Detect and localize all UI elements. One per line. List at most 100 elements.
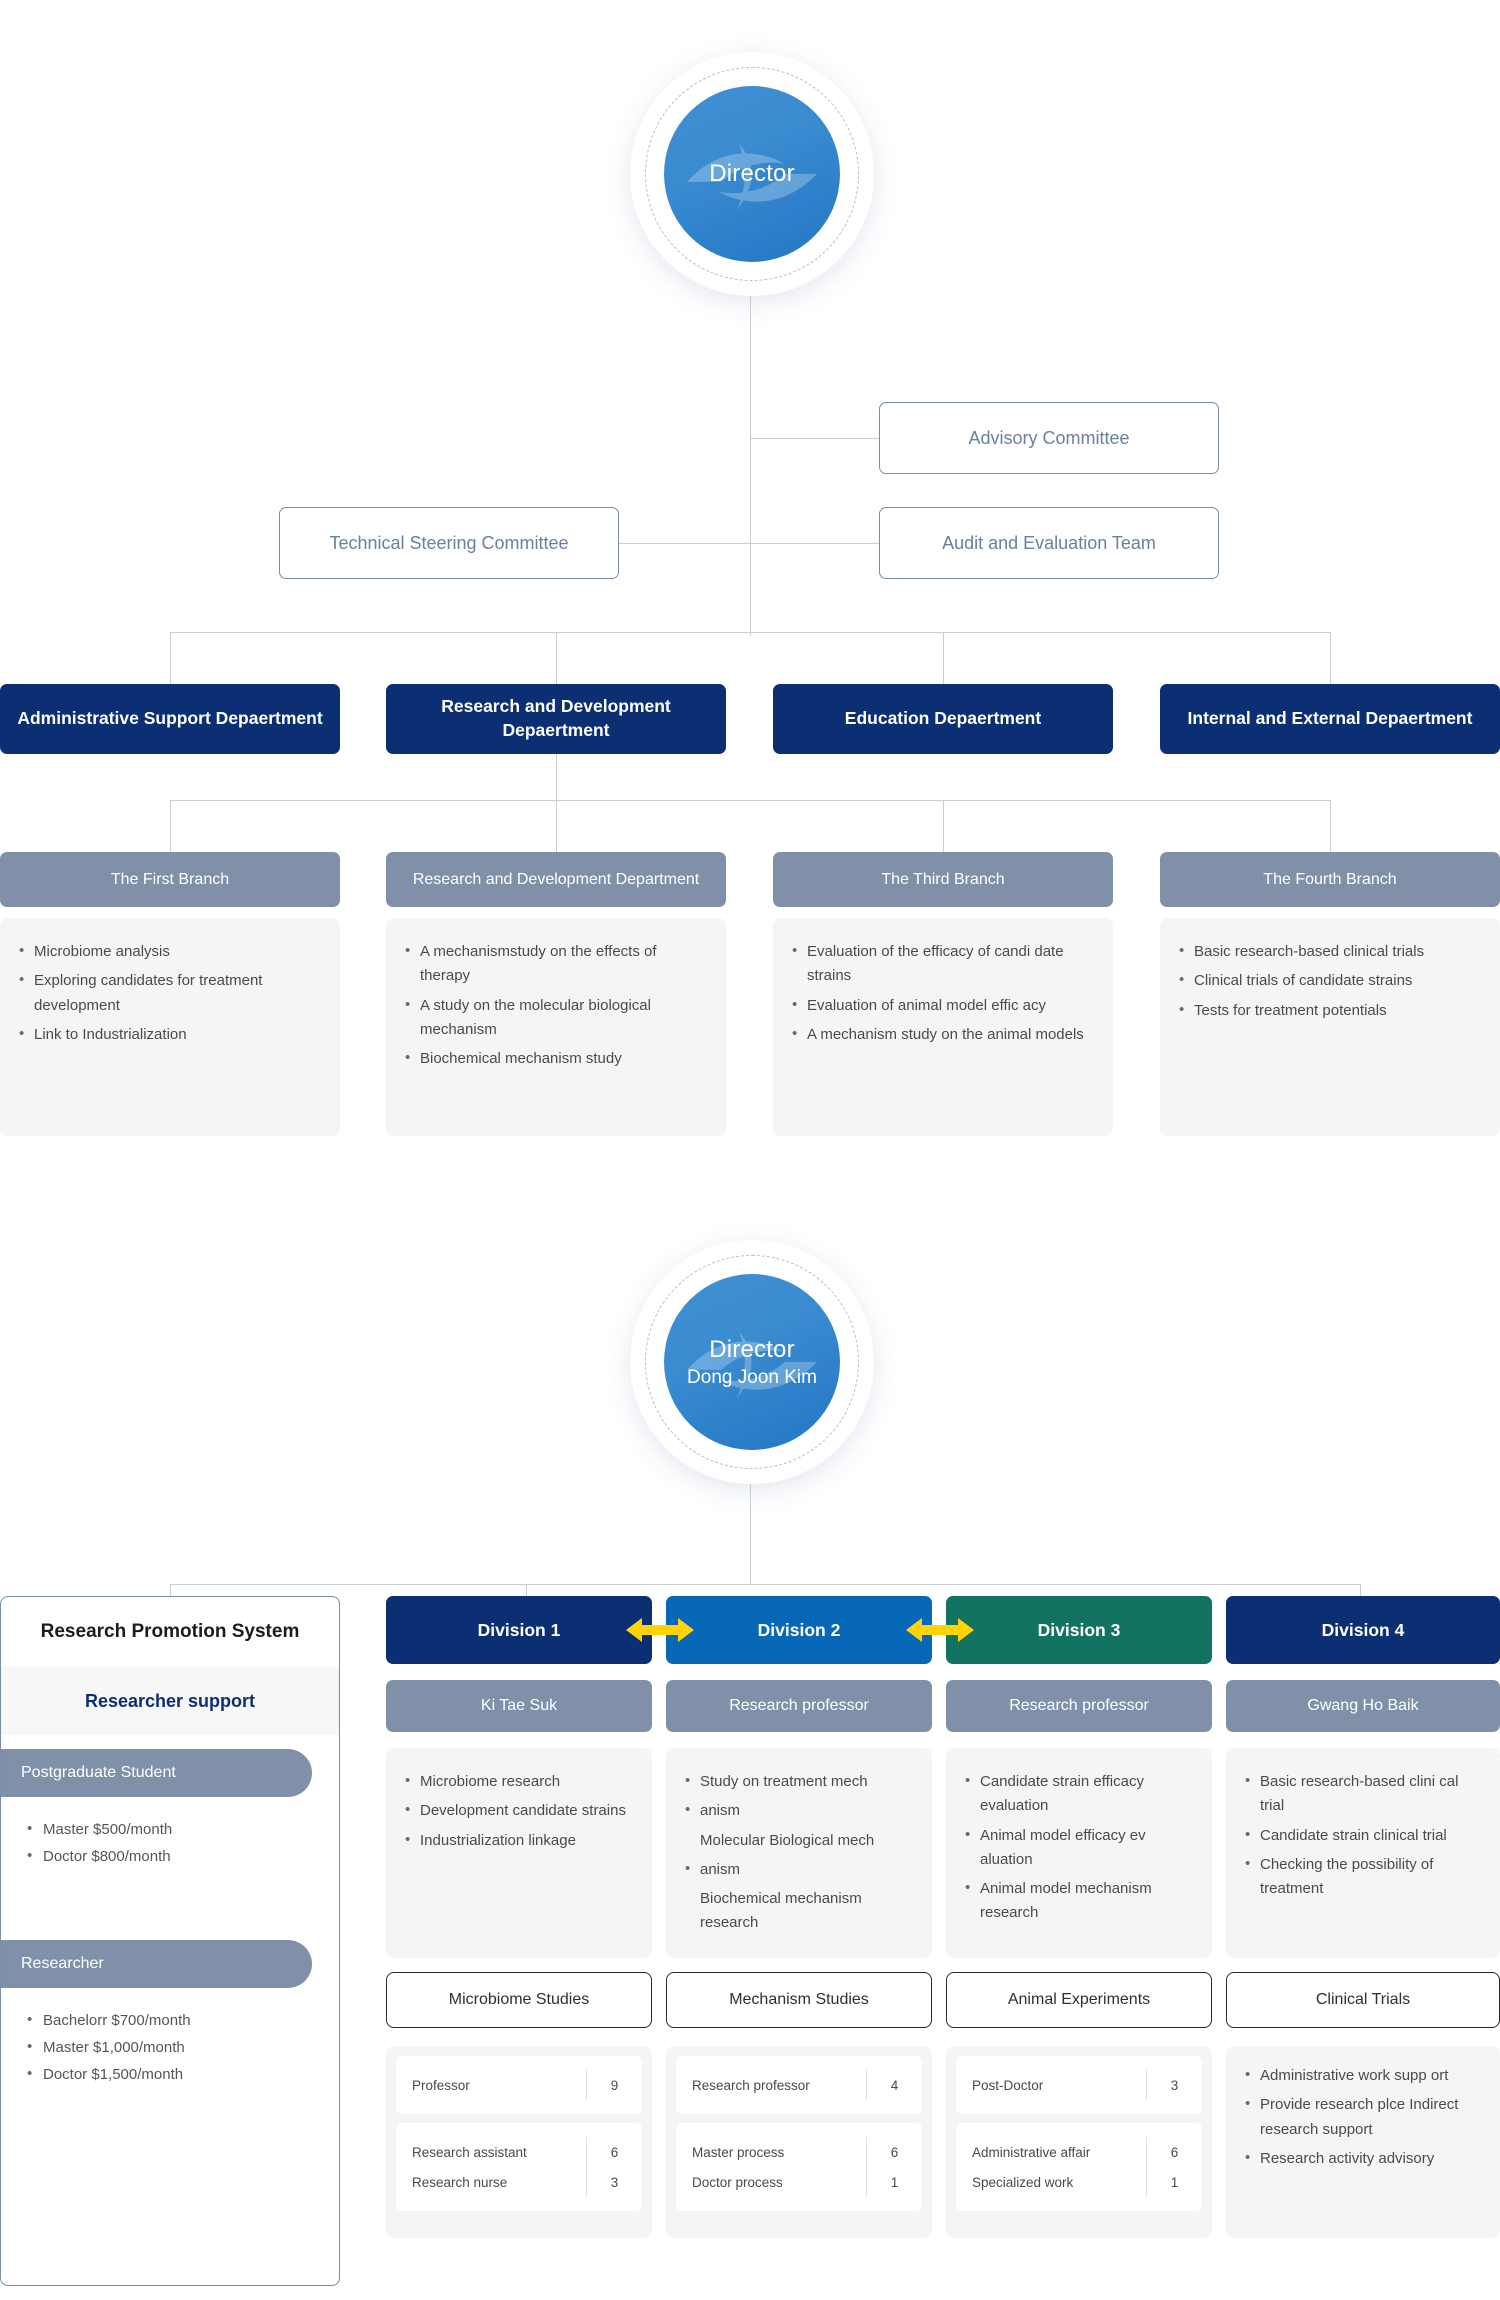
- count-value: 9: [586, 2070, 642, 2100]
- count-panel-1: Professor 9 Research assistant 6 Researc…: [386, 2046, 652, 2238]
- count-label: Post-Doctor: [972, 2077, 1044, 2093]
- division-header-3-label: Division 3: [1037, 1619, 1121, 1640]
- division-person-2-label: Research professor: [729, 1697, 869, 1715]
- list-item: Industrialization linkage: [404, 1828, 632, 1853]
- connector-dept-drop-3: [943, 632, 944, 684]
- list-item: Biochemical mechanism study: [404, 1046, 706, 1071]
- connector-division-bar: [170, 1584, 1360, 1585]
- connector-dept-bar: [170, 632, 1330, 633]
- connector-branch-bar: [170, 800, 1330, 801]
- branch-header-2[interactable]: Research and Development Department: [386, 852, 726, 907]
- study-box-3[interactable]: Animal Experiments: [946, 1972, 1212, 2028]
- audit-evaluation-team-box[interactable]: Audit and Evaluation Team: [879, 507, 1219, 579]
- list-item: Microbiome research: [404, 1769, 632, 1794]
- division-person-2[interactable]: Research professor: [666, 1680, 932, 1732]
- list-item: Link to Industrialization: [18, 1022, 320, 1047]
- division-person-1-label: Ki Tae Suk: [480, 1697, 558, 1715]
- list-item: Clinical trials of candidate strains: [1178, 968, 1480, 993]
- director-name: Dong Joon Kim: [687, 1366, 817, 1388]
- list-item: Study on treatment mech: [684, 1769, 912, 1794]
- connector-bottom-trunk: [750, 1484, 751, 1584]
- advisory-committee-box[interactable]: Advisory Committee: [879, 402, 1219, 474]
- double-arrow-horizontal-icon: [626, 1618, 694, 1642]
- list-item: Animal model efficacy ev aluation: [964, 1823, 1192, 1873]
- connector-dept-drop-4: [1330, 632, 1331, 684]
- audit-evaluation-team-label: Audit and Evaluation Team: [942, 532, 1156, 553]
- count-label: Professor: [412, 2077, 470, 2093]
- connector-dept-drop-2: [556, 632, 557, 684]
- director-circle: Director Dong Joon Kim: [664, 1274, 840, 1450]
- list-item: Tests for treatment potentials: [1178, 998, 1480, 1023]
- branch-items-2: A mechanismstudy on the effects of thera…: [386, 918, 726, 1136]
- list-item: Doctor $800/month: [27, 1845, 339, 1867]
- count-label: Specialized work: [972, 2174, 1074, 2190]
- department-administrative-support[interactable]: Administrative Support Depaertment: [0, 684, 340, 754]
- study-box-1[interactable]: Microbiome Studies: [386, 1972, 652, 2028]
- technical-steering-committee-label: Technical Steering Committee: [329, 532, 569, 553]
- branch-header-4[interactable]: The Fourth Branch: [1160, 852, 1500, 907]
- list-item: Master $500/month: [27, 1818, 339, 1840]
- technical-steering-committee-box[interactable]: Technical Steering Committee: [279, 507, 619, 579]
- research-promotion-system-panel: Research Promotion System Researcher sup…: [0, 1596, 340, 2286]
- division-header-1-label: Division 1: [477, 1619, 561, 1640]
- study-box-4[interactable]: Clinical Trials: [1226, 1972, 1500, 2028]
- table-row: Research professor 4: [676, 2070, 922, 2100]
- rps-group-pill-label: Researcher: [21, 1954, 104, 1972]
- count-value: 3: [586, 2167, 642, 2197]
- division-header-1[interactable]: Division 1: [386, 1596, 652, 1664]
- division-person-3-label: Research professor: [1009, 1697, 1149, 1715]
- division-header-4[interactable]: Division 4: [1226, 1596, 1500, 1664]
- division-person-1[interactable]: Ki Tae Suk: [386, 1680, 652, 1732]
- connector-branch-drop-3: [943, 800, 944, 852]
- rps-group-pill-postgraduate[interactable]: Postgraduate Student: [1, 1749, 312, 1797]
- count-panel-2: Research professor 4 Master process 6 Do…: [666, 2046, 932, 2238]
- division-header-2[interactable]: Division 2: [666, 1596, 932, 1664]
- dashed-ring: [645, 1255, 859, 1469]
- connector-branch-drop-2: [556, 754, 557, 852]
- top-director-node: Director: [630, 52, 874, 296]
- count-card: Professor 9: [396, 2056, 642, 2114]
- connector-dept-drop-1: [170, 632, 171, 684]
- rps-group-pill-researcher[interactable]: Researcher: [1, 1939, 312, 1988]
- list-item: Administrative work supp ort: [1244, 2063, 1480, 2088]
- branch-header-4-label: The Fourth Branch: [1263, 870, 1397, 888]
- list-item: Provide research plce Indirect research …: [1244, 2092, 1480, 2142]
- division-person-4[interactable]: Gwang Ho Baik: [1226, 1680, 1500, 1732]
- advisory-committee-label: Advisory Committee: [968, 427, 1130, 448]
- logo-swoosh-icon: [687, 1331, 817, 1398]
- list-item: Microbiome analysis: [18, 939, 320, 964]
- list-item: Evaluation of the efficacy of candi date…: [791, 939, 1093, 989]
- table-row: Specialized work 1: [956, 2167, 1202, 2197]
- branch-header-1[interactable]: The First Branch: [0, 852, 340, 907]
- table-row: Research assistant 6: [396, 2137, 642, 2167]
- study-box-2[interactable]: Mechanism Studies: [666, 1972, 932, 2028]
- branch-header-1-label: The First Branch: [110, 870, 230, 888]
- department-research-development-label: Research and Development Depaertment: [441, 696, 671, 740]
- division-items-4: Basic research-based clini cal trial Can…: [1226, 1748, 1500, 1958]
- branch-items-1: Microbiome analysis Exploring candidates…: [0, 918, 340, 1136]
- count-value: 6: [586, 2137, 642, 2167]
- division-header-3[interactable]: Division 3: [946, 1596, 1212, 1664]
- branch-header-3[interactable]: The Third Branch: [773, 852, 1113, 907]
- bottom-director-node: Director Dong Joon Kim: [630, 1240, 874, 1484]
- department-research-development[interactable]: Research and Development Depaertment: [386, 684, 726, 754]
- connector-top-trunk: [750, 296, 751, 636]
- director-title: Director: [709, 160, 795, 187]
- department-internal-external-label: Internal and External Depaertment: [1187, 708, 1473, 729]
- rps-group-pill-label: Postgraduate Student: [21, 1764, 176, 1781]
- count-card: Administrative affair 6 Specialized work…: [956, 2123, 1202, 2211]
- department-education[interactable]: Education Depaertment: [773, 684, 1113, 754]
- rps-group-items-postgraduate: Master $500/month Doctor $800/month: [1, 1797, 339, 1868]
- count-value: 6: [1146, 2137, 1202, 2167]
- department-administrative-support-label: Administrative Support Depaertment: [17, 708, 323, 729]
- connector-steering-audit: [618, 543, 880, 544]
- table-row: Professor 9: [396, 2070, 642, 2100]
- count-value: 4: [866, 2070, 922, 2100]
- department-internal-external[interactable]: Internal and External Depaertment: [1160, 684, 1500, 754]
- rps-subtitle: Researcher support: [1, 1667, 339, 1735]
- table-row: Post-Doctor 3: [956, 2070, 1202, 2100]
- division-person-3[interactable]: Research professor: [946, 1680, 1212, 1732]
- list-item: Basic research-based clinical trials: [1178, 939, 1480, 964]
- list-item: Evaluation of animal model effic acy: [791, 993, 1093, 1018]
- rps-title: Research Promotion System: [40, 1621, 300, 1642]
